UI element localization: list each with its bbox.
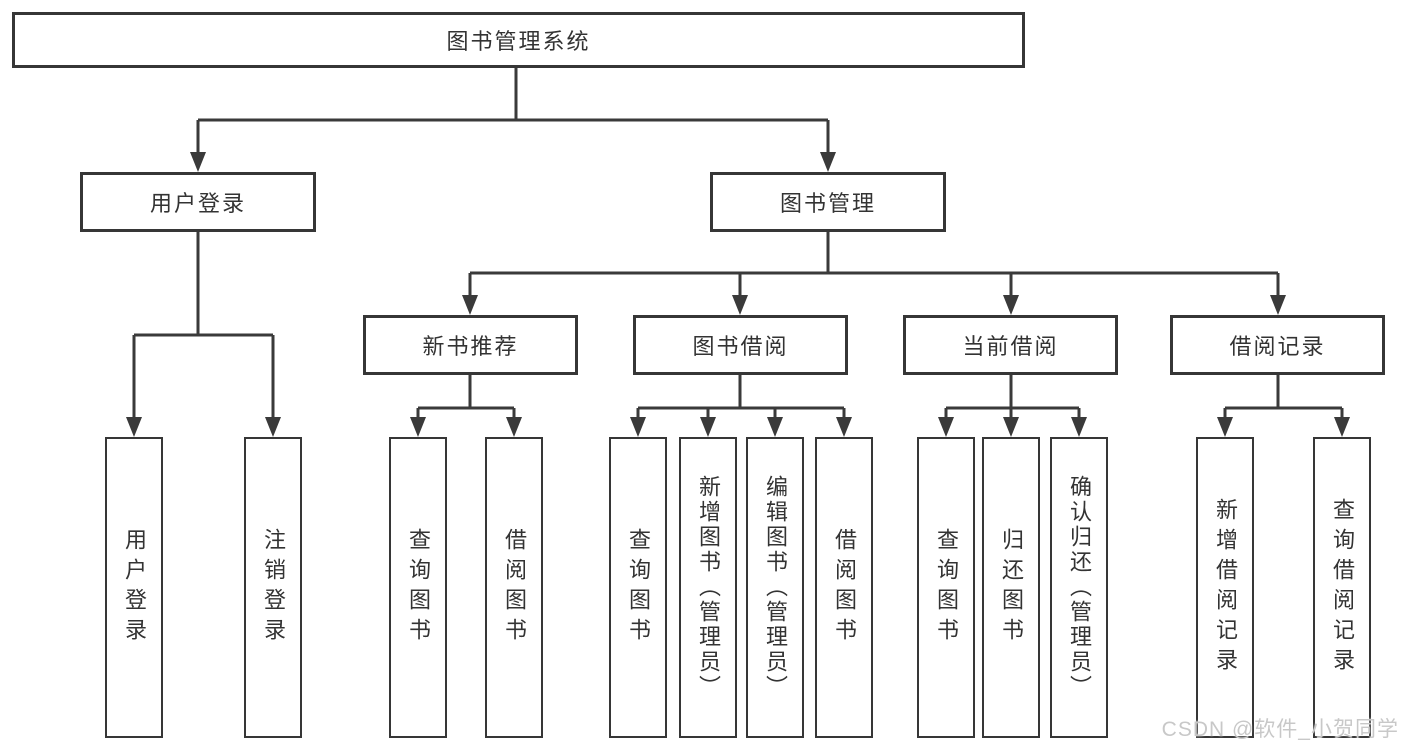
leaf-query-books-borrowing: 查询图书 <box>609 437 667 738</box>
leaf-add-books-admin: 新增图书（管理员） <box>679 437 737 738</box>
node-book-borrowing: 图书借阅 <box>633 315 848 375</box>
leaf-user-login: 用户登录 <box>105 437 163 738</box>
leaf-query-borrow-record: 查询借阅记录 <box>1313 437 1371 738</box>
csdn-watermark: CSDN @软件_小贺同学 <box>1161 718 1399 741</box>
node-book-management: 图书管理 <box>710 172 946 232</box>
node-new-book-recommendation: 新书推荐 <box>363 315 578 375</box>
node-user-login: 用户登录 <box>80 172 316 232</box>
leaf-return-books: 归还图书 <box>982 437 1040 738</box>
node-borrowing-records: 借阅记录 <box>1170 315 1385 375</box>
node-current-borrowing: 当前借阅 <box>903 315 1118 375</box>
leaf-query-books-recommend: 查询图书 <box>389 437 447 738</box>
leaf-logout-login: 注销登录 <box>244 437 302 738</box>
leaf-borrow-books-recommend: 借阅图书 <box>485 437 543 738</box>
leaf-confirm-return-admin: 确认归还（管理员） <box>1050 437 1108 738</box>
node-library-management-system: 图书管理系统 <box>12 12 1025 68</box>
leaf-query-books-current: 查询图书 <box>917 437 975 738</box>
leaf-edit-books-admin: 编辑图书（管理员） <box>746 437 804 738</box>
leaf-add-borrow-record: 新增借阅记录 <box>1196 437 1254 738</box>
leaf-borrow-books-borrowing: 借阅图书 <box>815 437 873 738</box>
